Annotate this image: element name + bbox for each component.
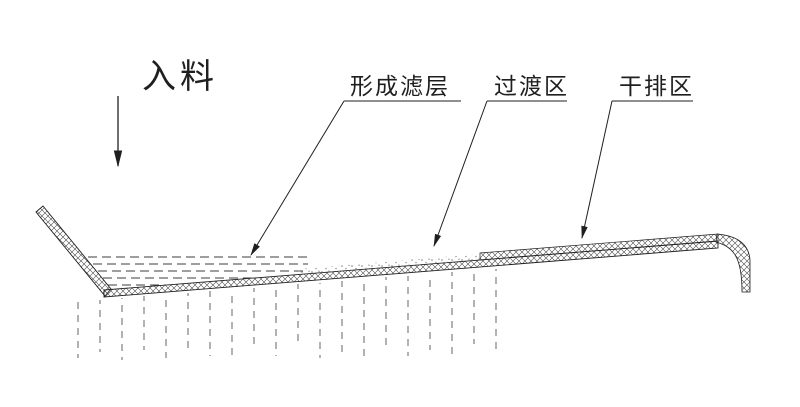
callout-leader-line xyxy=(581,100,613,240)
callout-dry-discharge-zone: 干排区 xyxy=(581,73,694,240)
callout-transition-zone-label: 过渡区 xyxy=(494,73,569,99)
discharge-curve xyxy=(715,233,751,293)
transition-stipple xyxy=(298,254,480,275)
callout-transition-zone: 过渡区 xyxy=(433,73,569,248)
callout-filter-layer-label: 形成滤层 xyxy=(350,73,450,99)
drain-water-lines xyxy=(77,269,497,360)
callout-filter-layer: 形成滤层 xyxy=(250,73,461,256)
feed-label: 入料 xyxy=(142,58,218,96)
slurry-pool-lines xyxy=(88,256,312,286)
feed-chute-plate xyxy=(35,205,112,297)
callout-dry-discharge-zone-label: 干排区 xyxy=(619,73,694,99)
callout-leader-line xyxy=(433,100,488,248)
callout-leader-line xyxy=(250,100,345,256)
screen-deck xyxy=(103,240,719,298)
